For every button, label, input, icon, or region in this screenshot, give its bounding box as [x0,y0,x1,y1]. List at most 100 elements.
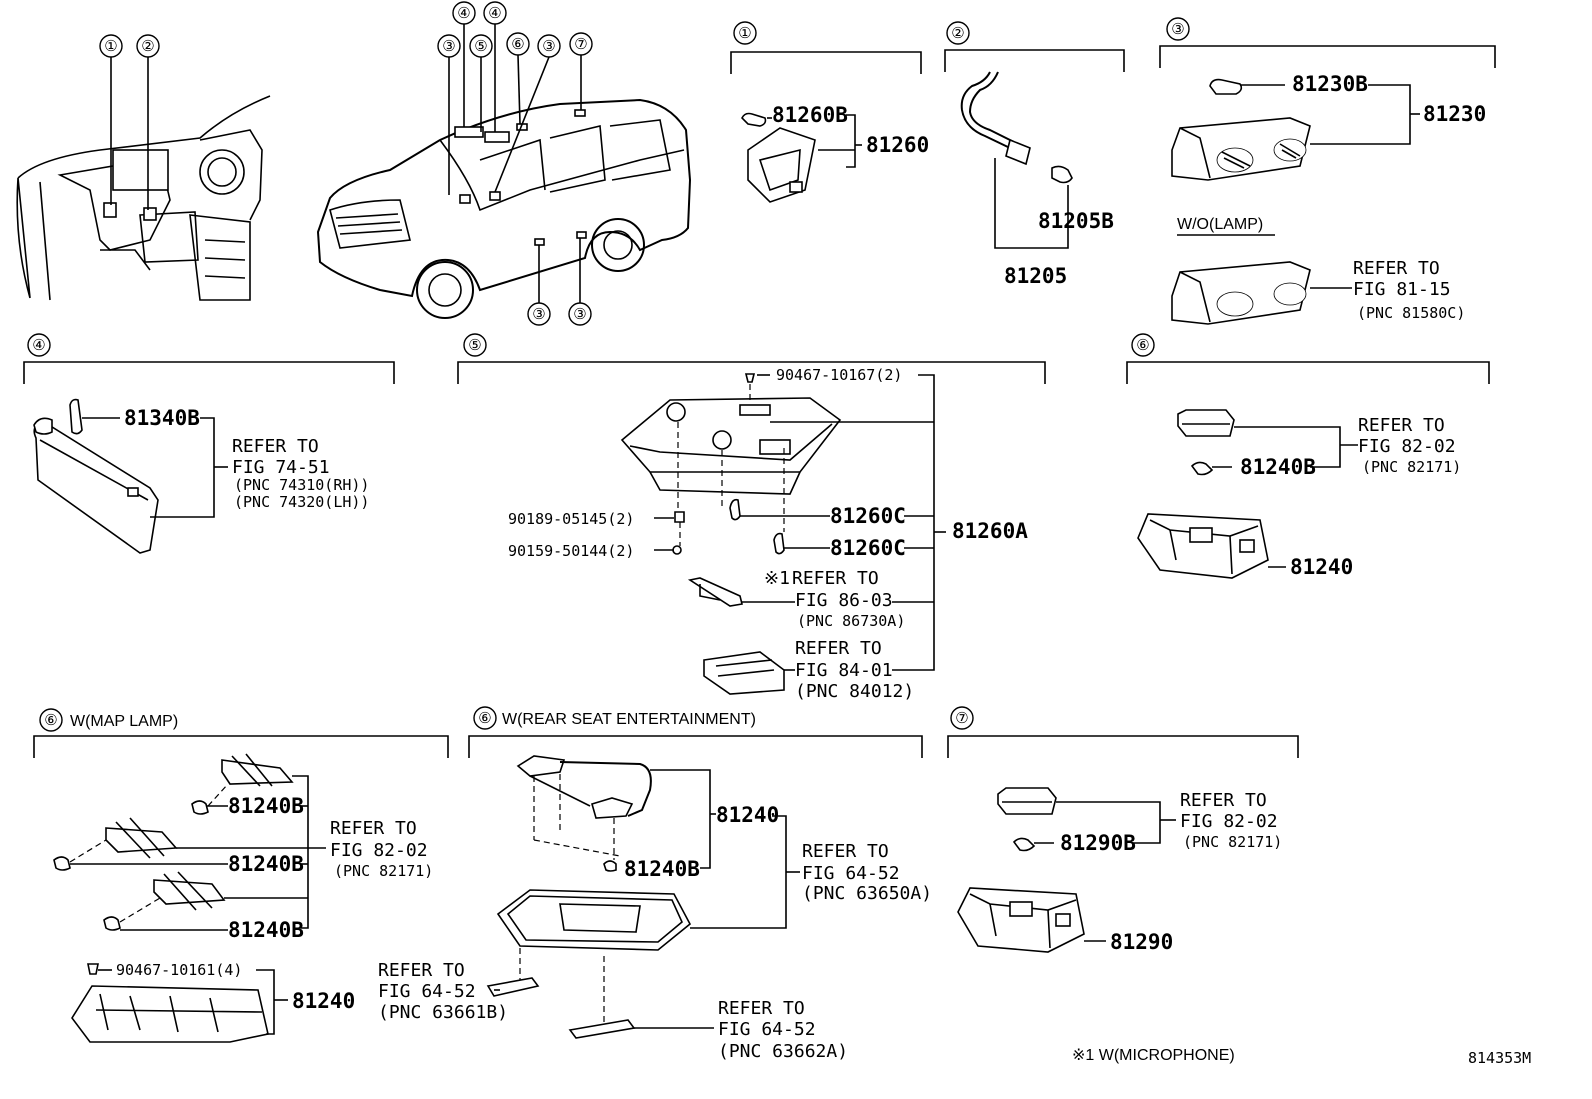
pnc-82171-b: (PNC 82171) [334,862,433,880]
pnc-74320: (PNC 74320(LH)) [234,493,369,511]
map-lamp-bulb-assembly-illustration [741,112,816,203]
pnc-81580C: (PNC 81580C) [1357,304,1465,322]
note-mark-86-03: ※1 [764,568,790,589]
map-lamp-caption: W(MAP LAMP) [70,713,178,730]
section-6-map-lamp-bracket [33,735,449,758]
microphone-footnote: ※1 W(MICROPHONE) [1072,1047,1235,1064]
part-number-81240B-d: 81240B [228,918,304,942]
part-number-81230B: 81230B [1292,72,1368,96]
part-number-81260C-a: 81260C [830,504,906,528]
part-number-81240-b: 81240 [292,989,355,1013]
section-1-bracket [730,51,922,74]
door-courtesy-lamp-illustration [1171,78,1311,181]
section-3-callout: ③ [1166,17,1190,41]
callout-3-vehicle-a: ③ [437,34,461,195]
callout-4-vehicle-b: ④ [483,1,507,132]
vehicle-illustration [316,98,692,319]
part-number-81240B-e: 81240B [624,857,700,881]
rear-seat-lamp-frame-illustration [486,755,692,1039]
section-6-map-lamp-callout: ⑥ [39,708,63,732]
svg-text:⑥: ⑥ [44,712,57,729]
svg-text:①: ① [738,25,751,42]
door-courtesy-lamp-no-lamp-illustration [1171,261,1311,325]
svg-text:③: ③ [542,38,555,55]
part-number-81340B: 81340B [124,406,200,430]
svg-text:⑥: ⑥ [511,36,524,53]
callout-5-vehicle: ⑤ [469,34,493,132]
part-number-90467-10161: 90467-10161(4) [116,961,242,979]
wo-lamp-caption: W/O(LAMP) [1177,216,1263,233]
svg-text:⑥: ⑥ [1136,337,1149,354]
part-number-81240B-a: 81240B [1240,455,1316,479]
pnc-82171-a: (PNC 82171) [1362,458,1461,476]
svg-text:③: ③ [1171,21,1184,38]
part-number-81240-c: 81240 [716,803,779,827]
section-5-bracket [457,361,1046,384]
part-number-90189-05145: 90189-05145(2) [508,510,634,528]
callout-4-vehicle-a: ④ [452,1,476,127]
refer-to-82-02-b: REFER TO [330,818,417,839]
section-1-callout: ① [733,21,757,45]
part-number-81205: 81205 [1004,264,1067,288]
figure-id: 814353M [1468,1049,1531,1067]
part-number-81260C-b: 81260C [830,536,906,560]
callout-3-vehicle-d: ③ [568,238,592,326]
svg-text:③: ③ [573,306,586,323]
section-6-callout: ⑥ [1131,333,1155,357]
refer-to-74-51: REFER TO [232,436,319,457]
section-2-bracket [944,49,1125,72]
refer-to-86-03: REFER TO [792,568,879,589]
pnc-63661B: (PNC 63661B) [378,1002,508,1023]
svg-text:③: ③ [442,38,455,55]
part-number-90467-10167: 90467-10167(2) [776,366,902,384]
fig-82-02-a: FIG 82-02 [1358,436,1456,457]
pnc-84012: (PNC 84012) [795,681,914,702]
svg-text:④: ④ [457,5,470,22]
svg-text:①: ① [104,38,117,55]
svg-text:②: ② [951,25,964,42]
svg-text:④: ④ [32,337,45,354]
refer-to-82-02-c: REFER TO [1180,790,1267,811]
fig-84-01: FIG 84-01 [795,660,893,681]
callout-2-interior: ② [136,34,160,210]
refer-to-82-02-a: REFER TO [1358,415,1445,436]
refer-to-81-15: REFER TO [1353,258,1440,279]
interior-dashboard-illustration [16,95,271,301]
sun-visor-illustration [33,398,159,554]
svg-text:⑦: ⑦ [574,36,587,53]
section-5-callout: ⑤ [463,333,487,357]
pnc-74310: (PNC 74310(RH)) [234,476,369,494]
roof-console-illustration [620,373,842,695]
pnc-82171-c: (PNC 82171) [1183,833,1282,851]
pnc-63662A: (PNC 63662A) [718,1041,848,1062]
pnc-86730A: (PNC 86730A) [797,612,905,630]
fig-82-02-c: FIG 82-02 [1180,811,1278,832]
svg-text:⑤: ⑤ [474,38,487,55]
fig-81-15: FIG 81-15 [1353,279,1451,300]
svg-text:⑦: ⑦ [955,710,968,727]
fig-82-02-b: FIG 82-02 [330,840,428,861]
refer-to-84-01: REFER TO [795,638,882,659]
rear-seat-caption: W(REAR SEAT ENTERTAINMENT) [502,711,756,728]
part-number-81205B: 81205B [1038,209,1114,233]
fig-74-51: FIG 74-51 [232,457,330,478]
svg-text:⑥: ⑥ [478,710,491,727]
section-6-rear-seat-callout: ⑥ [473,706,497,730]
switch-and-bulb-illustration [1177,409,1235,476]
callout-1-interior: ① [99,34,123,205]
part-number-81260B: 81260B [772,103,848,127]
svg-text:②: ② [141,38,154,55]
part-number-81240-a: 81240 [1290,555,1353,579]
section-7-bracket [947,735,1299,758]
section-3-bracket [1159,45,1496,68]
section-4-callout: ④ [27,333,51,357]
map-lamp-sockets-illustration [53,753,294,1043]
callout-7-vehicle: ⑦ [569,32,593,110]
part-number-81260A: 81260A [952,519,1028,543]
callout-3-vehicle-b: ③ [494,34,561,193]
section-7-callout: ⑦ [950,706,974,730]
section-4-bracket [23,361,395,384]
fig-64-52-b: FIG 64-52 [378,981,476,1002]
section-6-bracket [1126,361,1490,384]
